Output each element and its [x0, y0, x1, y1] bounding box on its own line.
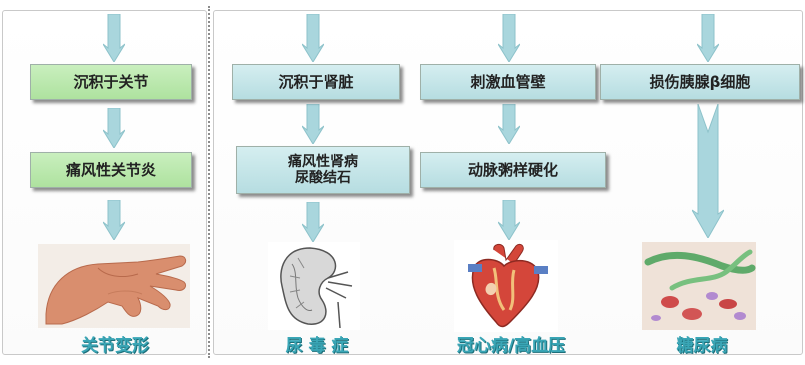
- cells-image: [642, 242, 756, 330]
- panel-divider: [208, 6, 213, 358]
- damage-beta-cells-box: 损伤胰腺β细胞: [600, 64, 800, 100]
- arrow-down-icon: [302, 104, 324, 144]
- arrow-down-icon: [103, 108, 125, 148]
- joint-deformity-label: 关节变形: [81, 335, 149, 356]
- arrow-down-icon: [697, 14, 719, 62]
- arrow-down-icon: [498, 104, 520, 144]
- arrow-down-icon: [103, 200, 125, 240]
- gouty-nephropathy-box: 痛风性肾病 尿酸结石: [236, 146, 410, 194]
- arrow-down-icon: [302, 202, 324, 242]
- hand-image: [38, 244, 190, 328]
- arrow-down-icon: [692, 104, 724, 238]
- diabetes-label: 糖尿病: [676, 335, 728, 356]
- arrow-down-icon: [103, 14, 125, 62]
- kidney-image: [268, 242, 360, 330]
- gouty-arthritis-box: 痛风性关节炎: [30, 152, 192, 188]
- heart-image: [454, 240, 558, 332]
- coronary-hypertension-label: 冠心病/高血压: [456, 335, 566, 356]
- gouty-nephropathy-label: 痛风性肾病: [288, 154, 358, 170]
- atherosclerosis-box: 动脉粥样硬化: [420, 152, 606, 188]
- deposit-in-joints-box: 沉积于关节: [30, 64, 192, 100]
- uremia-label: 尿 毒 症: [285, 335, 349, 356]
- stimulate-vessel-wall-box: 刺激血管壁: [420, 64, 596, 100]
- arrow-down-icon: [498, 200, 520, 240]
- deposit-in-kidney-box: 沉积于肾脏: [232, 64, 400, 100]
- arrow-down-icon: [498, 14, 520, 62]
- uric-acid-stone-label: 尿酸结石: [295, 170, 351, 186]
- arrow-down-icon: [302, 14, 324, 62]
